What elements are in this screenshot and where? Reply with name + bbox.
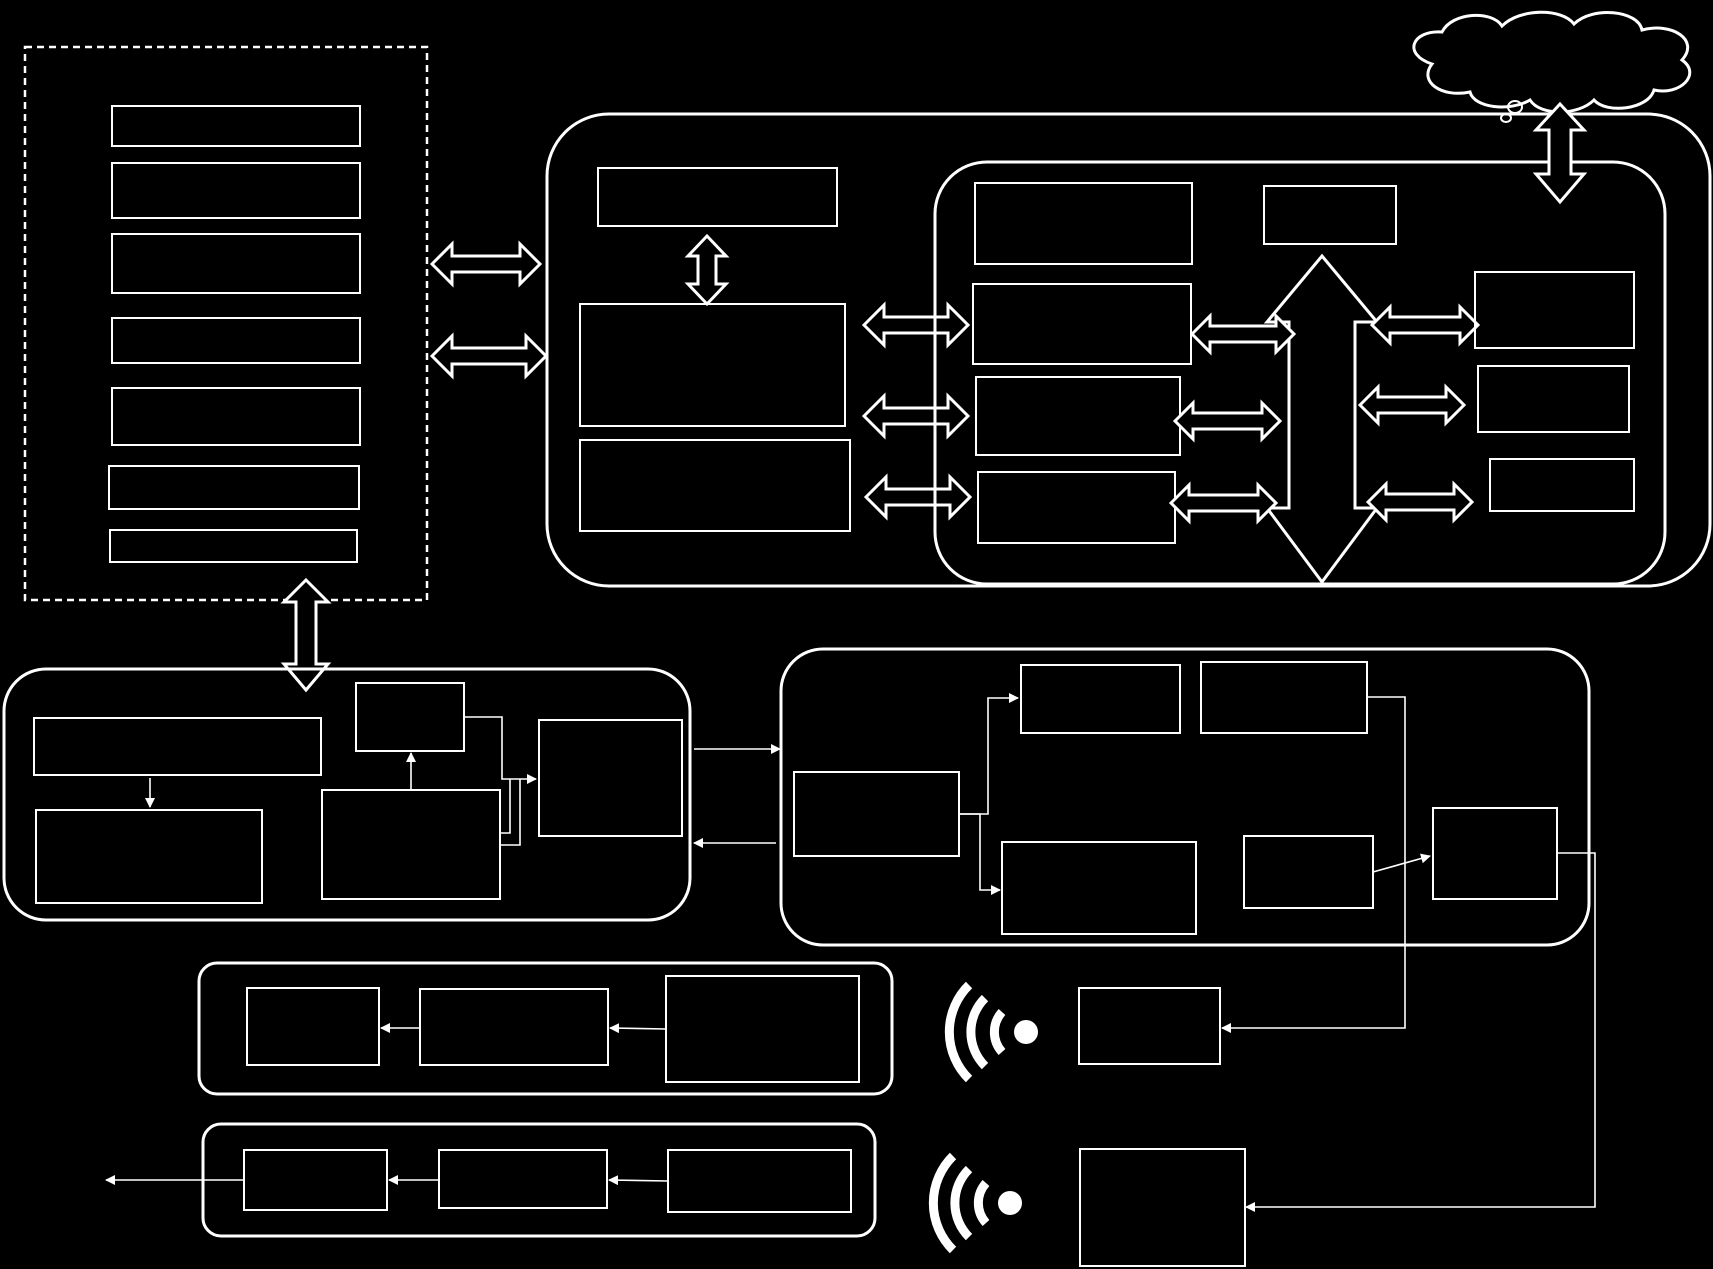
stack-block-5 <box>111 387 361 446</box>
bus-right-block-2 <box>1477 365 1630 433</box>
wifi-1-arc-3 <box>944 981 973 1083</box>
control-module-boundary <box>2 667 692 922</box>
bus-arrow-left-1 <box>1189 312 1297 356</box>
bus-left-block-4 <box>977 471 1176 544</box>
left-dashed-module <box>23 45 429 602</box>
receiver-1-block-a <box>246 987 380 1066</box>
processing-module <box>779 647 1591 947</box>
wire-small-to-right <box>464 716 537 784</box>
bus-arrow-right-1 <box>1369 303 1481 347</box>
bus-arrow-right-2 <box>1357 383 1467 427</box>
processing-block-top-1 <box>1020 664 1181 734</box>
bus-left-block-1 <box>974 182 1193 265</box>
wire-to-receiver-2 <box>1245 852 1596 1212</box>
cloud-shape <box>1412 10 1692 114</box>
receiver-2-block-a <box>243 1149 388 1211</box>
stack-block-2 <box>111 162 361 219</box>
cloud-icon <box>1412 10 1692 123</box>
system-module <box>545 112 1712 588</box>
wifi-2-dot <box>998 1191 1022 1215</box>
double-arrow-h2 <box>429 332 549 380</box>
wire-center-to-right-2 <box>500 779 511 834</box>
stack-block-3 <box>111 233 361 294</box>
receiver-2-block-c <box>667 1149 852 1213</box>
control-block-top-left <box>33 717 322 776</box>
wifi-1-dot <box>1014 1020 1038 1044</box>
wifi-2-arc-3 <box>928 1152 957 1254</box>
control-block-bottom-left <box>35 809 263 904</box>
receiver-1-block-b <box>419 988 609 1066</box>
processing-block-left <box>793 771 960 857</box>
bus-left-block-3 <box>975 376 1181 456</box>
double-arrow-sys-1 <box>861 301 971 349</box>
wire-r2-c-to-b <box>608 1175 669 1186</box>
receiver-1-antenna-block <box>1078 987 1221 1065</box>
receiver-2-antenna-block <box>1079 1148 1246 1267</box>
wire-left-to-top <box>959 693 1019 815</box>
system-top-block <box>597 167 838 227</box>
processing-block-bottom <box>1001 841 1197 935</box>
double-arrow-v-system <box>684 233 730 307</box>
wire-mid-to-right <box>1372 853 1431 873</box>
stack-block-6 <box>108 465 360 510</box>
wifi-icon-1 <box>944 981 1038 1083</box>
double-arrow-v-left <box>280 577 332 693</box>
system-lower-block <box>579 439 851 532</box>
bus-top-block <box>1263 185 1397 245</box>
stack-block-4 <box>111 317 361 364</box>
double-arrow-h1 <box>429 240 543 288</box>
receiver-row-2 <box>105 1122 1246 1267</box>
processing-block-mid <box>1243 835 1374 909</box>
bus-arrow-left-2 <box>1172 399 1283 443</box>
receiver-2-block-b <box>438 1149 608 1209</box>
receiver-row-1 <box>197 961 1221 1096</box>
double-arrow-cloud <box>1532 101 1588 205</box>
processing-block-top-2 <box>1200 661 1368 734</box>
wifi-icon-2 <box>928 1152 1022 1254</box>
bus-arrow-left-3 <box>1168 481 1279 525</box>
stack-block-7 <box>109 529 358 563</box>
bus-right-block-1 <box>1474 271 1635 349</box>
double-arrow-sys-3 <box>863 473 973 521</box>
wire-left-to-bottom <box>959 813 1001 895</box>
bus-arrow-right-3 <box>1365 480 1475 524</box>
wifi-1-arc-1 <box>989 1009 1006 1055</box>
receiver-1-boundary <box>197 961 894 1096</box>
receiver-2-boundary <box>201 1122 877 1238</box>
control-block-small <box>355 682 465 752</box>
wifi-2-arc-2 <box>950 1165 973 1241</box>
receiver-1-block-c <box>665 975 860 1083</box>
stack-block-1 <box>111 105 361 147</box>
wifi-2-arc-1 <box>973 1180 990 1226</box>
double-arrow-sys-2 <box>861 392 971 440</box>
system-main-block <box>579 303 846 427</box>
wire-center-to-right-1 <box>500 779 521 846</box>
system-boundary <box>545 112 1712 588</box>
bus-left-block-2 <box>972 283 1192 365</box>
processing-block-right <box>1432 807 1558 900</box>
control-module <box>2 667 692 922</box>
control-block-center <box>321 789 501 900</box>
bus-module-boundary <box>933 160 1667 586</box>
control-block-right <box>538 719 683 837</box>
bus-right-block-3 <box>1489 458 1635 512</box>
wire-r1-c-to-b <box>609 1023 667 1034</box>
wifi-1-arc-2 <box>966 994 989 1070</box>
central-bus <box>1263 253 1381 585</box>
processing-module-boundary <box>779 647 1591 947</box>
wire-to-receiver-1 <box>1221 696 1406 1033</box>
dashed-boundary <box>23 45 429 602</box>
link-left-to-system <box>429 240 549 380</box>
